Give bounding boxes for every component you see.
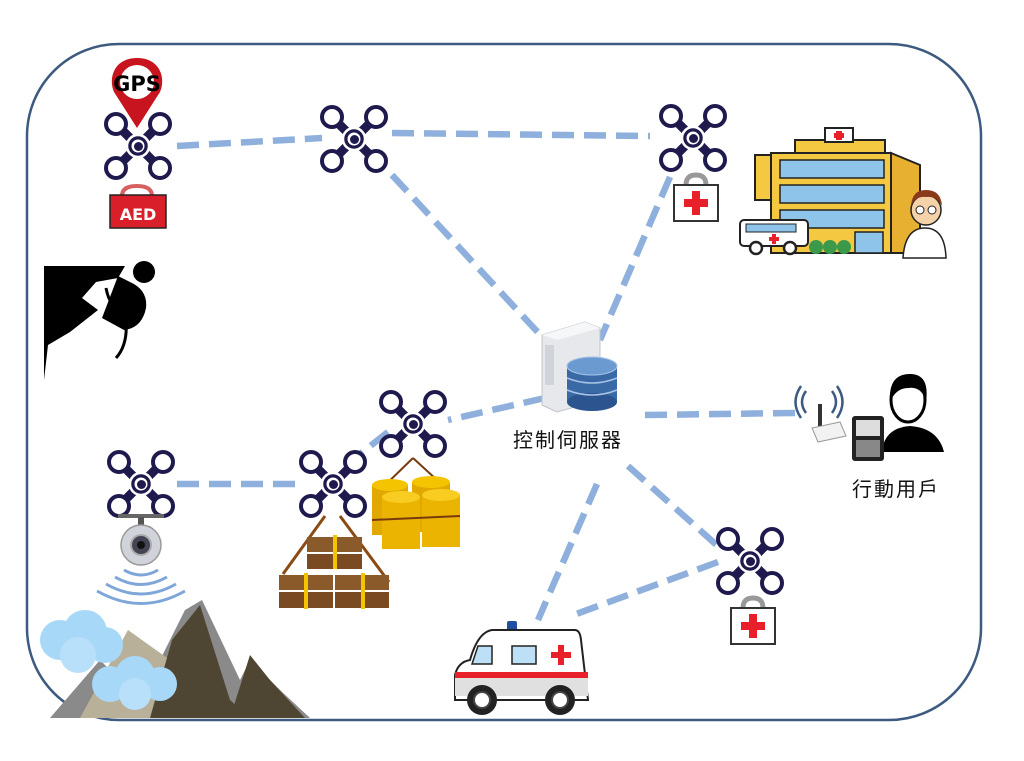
gps-pin-icon: GPS	[111, 58, 163, 128]
link-medkit-drone-to-server	[597, 175, 673, 342]
drone-icon-medkit-top	[661, 106, 725, 170]
hospital-icon	[739, 127, 947, 259]
link-server-to-upper-supply-drone	[447, 394, 546, 424]
mountain-clouds-icon	[40, 600, 310, 718]
signal-waves-icon	[96, 568, 186, 605]
person-phone-router-icon	[794, 374, 944, 461]
link-server-to-ambulance	[535, 482, 600, 622]
link-server-to-mobile-user	[644, 409, 796, 419]
drone-icon-top-middle	[322, 107, 386, 171]
drone-icon-medkit-bottom	[718, 529, 782, 593]
link-gps-drone-to-middle-drone	[176, 134, 323, 150]
aed-badge-text: AED	[120, 205, 157, 224]
ambulance-icon	[454, 621, 590, 715]
rock-climber-icon	[44, 261, 155, 380]
first-aid-kit-icon-top	[674, 175, 718, 221]
mobile-user-label: 行動用戶	[852, 477, 940, 501]
links	[176, 129, 796, 622]
server-database-icon	[541, 321, 618, 413]
link-middle-drone-to-medkit-drone	[391, 129, 651, 140]
server-label: 控制伺服器	[513, 428, 623, 452]
gps-badge-text: GPS	[113, 72, 161, 96]
link-bottom-medkit-drone-to-ambulance	[566, 558, 720, 621]
camera-icon	[118, 514, 164, 566]
wooden-crates-icon	[279, 515, 391, 609]
aed-kit-icon: AED	[109, 183, 167, 229]
link-server-to-bottom-medkit-drone	[625, 463, 723, 551]
drone-icon-supplies-lower	[301, 452, 365, 516]
drone-icon-supplies-upper	[381, 392, 445, 456]
first-aid-kit-icon-bottom	[731, 598, 775, 644]
drone-icon-camera	[109, 452, 173, 516]
diagram-frame	[25, 42, 983, 722]
fuel-barrels-icon	[371, 457, 461, 549]
link-middle-drone-to-server	[389, 172, 548, 343]
